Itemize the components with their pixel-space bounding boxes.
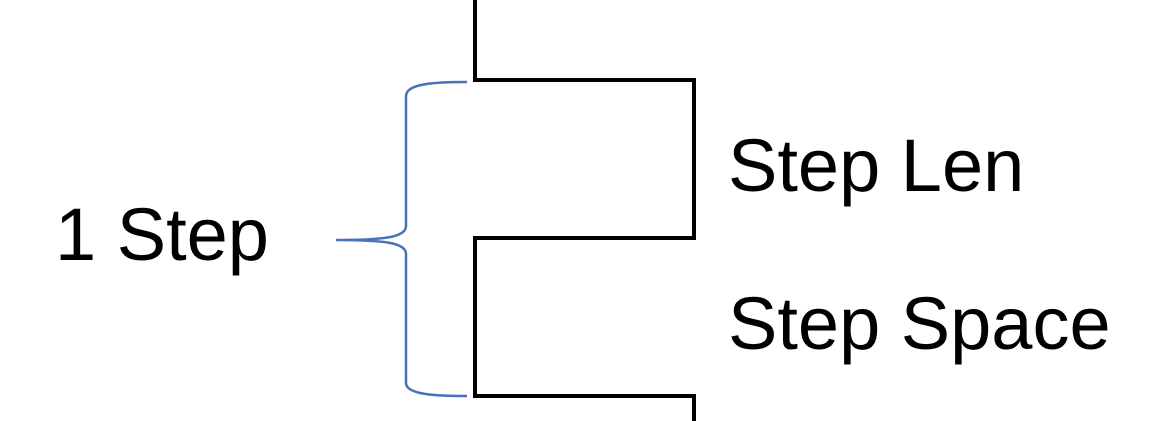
- step-len-label: Step Len: [728, 124, 1024, 207]
- step-brace: [335, 80, 468, 398]
- step-space-label: Step Space: [728, 282, 1111, 365]
- step-waveform: [473, 0, 696, 421]
- one-step-label: 1 Step: [55, 193, 269, 276]
